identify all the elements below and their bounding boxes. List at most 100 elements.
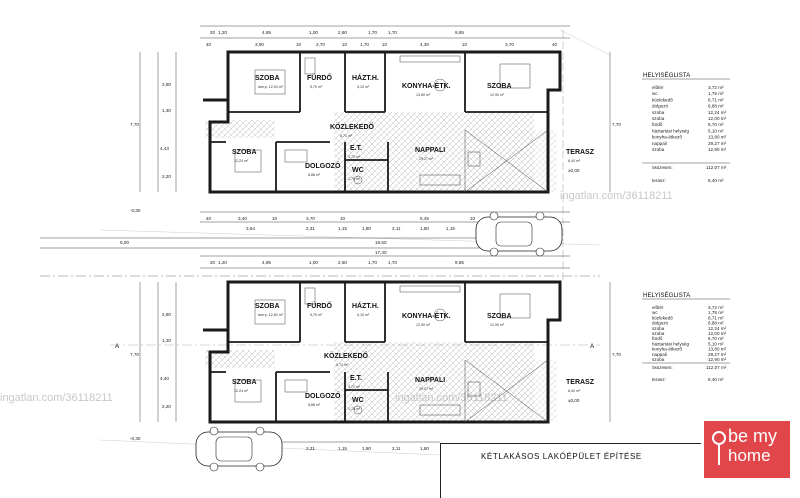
dimension-label: 3,90 <box>255 42 264 47</box>
room-list-name: fürdő <box>652 122 663 127</box>
dimension-label: 1,20 <box>218 30 227 35</box>
room-label: E.T. <box>350 375 362 382</box>
room-list-heading: HELYISÉGLISTA <box>643 72 691 79</box>
dimension-label: 2,60 <box>338 30 347 35</box>
bed <box>499 293 531 319</box>
room-list-total-label: összesen: <box>652 365 673 370</box>
room-list-area: 13,80 m² <box>708 347 727 352</box>
terrace-floor <box>465 360 557 422</box>
logo-text-line2: home <box>728 446 771 465</box>
room-list-name: nappali <box>652 352 667 357</box>
dimension-label: 18,60 <box>375 240 387 245</box>
room-list-total-label: összesen: <box>652 165 673 170</box>
dimension-label: 2,80 <box>162 312 171 317</box>
room-label: WC <box>352 397 364 404</box>
room-list-name: szoba <box>652 147 665 152</box>
dimension-label: 4,43 <box>160 146 169 151</box>
dimension-label: 2,20 <box>162 404 171 409</box>
room-list-name: szoba <box>652 110 665 115</box>
level-marker: -0,30 <box>130 436 141 441</box>
dimension-label: 2,20 <box>162 174 171 179</box>
dimension-label: 3,64 <box>246 226 255 231</box>
armchair <box>467 381 481 397</box>
desk <box>284 379 308 393</box>
terrace-outline <box>464 359 549 423</box>
room-list-name: konyha-étkező <box>652 135 682 140</box>
room-label: HÁZT.H. <box>352 301 379 310</box>
room-list-name: dolgozó <box>652 104 669 109</box>
terrace-outline <box>464 129 549 193</box>
room-area: 5,70 m² <box>310 313 323 317</box>
dimension-label: 1,20 <box>218 260 227 265</box>
room-list-terrace: 8,40 m² <box>708 377 724 382</box>
property-line <box>559 29 611 56</box>
room-list-area: 12,24 m² <box>708 326 727 331</box>
dimension-label: 1,15 <box>338 446 347 451</box>
dimension-label: 10 <box>382 42 388 47</box>
room-label: SZOBA <box>487 313 512 320</box>
room-list-name: szoba <box>652 326 665 331</box>
dimension-label: 9,85 <box>455 260 464 265</box>
dimension-label: 4,30 <box>420 42 429 47</box>
room-list-area: 1,75 m² <box>708 310 724 315</box>
dimension-label: 1,80 <box>362 446 371 451</box>
dimension-label: 1,70 <box>368 260 377 265</box>
room-list-total: 112,07 m² <box>706 165 727 170</box>
dimension-label: 2,31 <box>306 446 315 451</box>
dimension-label: 10 <box>462 42 468 47</box>
dimension-label: 20 <box>210 260 216 265</box>
room-list-heading: HELYISÉGLISTA <box>643 292 691 299</box>
bathtub <box>304 57 316 75</box>
room-label: SZOBA <box>255 75 280 82</box>
sofa <box>419 404 461 416</box>
dimension-label: 4,40 <box>160 376 169 381</box>
room-area: 12,24 m² <box>234 389 249 393</box>
dimension-label: 2,11 <box>392 446 401 451</box>
toilet <box>353 175 363 185</box>
dimension-label: 1,70 <box>388 30 397 35</box>
dining-table <box>433 78 447 92</box>
dimension-label: 1,80 <box>362 226 371 231</box>
dimension-label: 1,70 <box>388 260 397 265</box>
unit-bottom: SZOBA lam.p. 12,60 m² FÜRDŐ 5,70 m² HÁZT… <box>139 255 611 443</box>
dimension-label: 2,80 <box>162 82 171 87</box>
room-list-area: 5,70 m² <box>708 336 724 341</box>
dimension-label: 7,70 <box>612 122 621 127</box>
dimension-label: 1,80 <box>420 446 429 451</box>
dimension-label: 10 <box>340 216 346 221</box>
room-label: KONYHA-ÉTK. <box>402 81 451 90</box>
watermark-text: ingatlan.com/36118211 <box>0 392 113 404</box>
dimension-label: 2,60 <box>338 260 347 265</box>
room-label: WC <box>352 167 364 174</box>
room-list-area: 8,71 m² <box>708 315 724 320</box>
dimension-label: 2,70 <box>316 42 325 47</box>
room-area: 8,88 m² <box>308 403 321 407</box>
dimension-label: 10 <box>296 42 302 47</box>
room-list-terrace-label: terasz: <box>652 178 666 183</box>
room-area: 5,10 m² <box>357 313 370 317</box>
dimension-label: 1,00 <box>309 260 318 265</box>
room-list-name: fürdő <box>652 336 663 341</box>
room-list-name: előtér <box>652 305 664 310</box>
level-marker: ±0,00 <box>568 168 580 173</box>
section-marker: A <box>115 343 120 350</box>
dimension-label: 17,40 <box>375 250 387 255</box>
brand-logo: be my home <box>704 421 790 478</box>
room-area: 29,27 m² <box>419 387 434 391</box>
bed <box>234 149 262 173</box>
room-list-terrace: 8,40 m² <box>708 178 724 183</box>
dimension-label: 7,70 <box>130 352 139 357</box>
level-marker: ±0,00 <box>568 398 580 403</box>
toilet <box>353 405 363 415</box>
dimension-label: 1,15 <box>338 226 347 231</box>
dimension-label: 3,70 <box>505 42 514 47</box>
room-area: 5,70 m² <box>310 85 323 89</box>
dimension-label: 1,00 <box>309 30 318 35</box>
room-list-name: szoba <box>652 116 665 121</box>
room-list-area: 5,10 m² <box>708 341 724 346</box>
room-list-name: konyha-étkező <box>652 347 682 352</box>
room-list-total: 112,07 m² <box>706 365 727 370</box>
room-list-area: 5,10 m² <box>708 128 724 133</box>
